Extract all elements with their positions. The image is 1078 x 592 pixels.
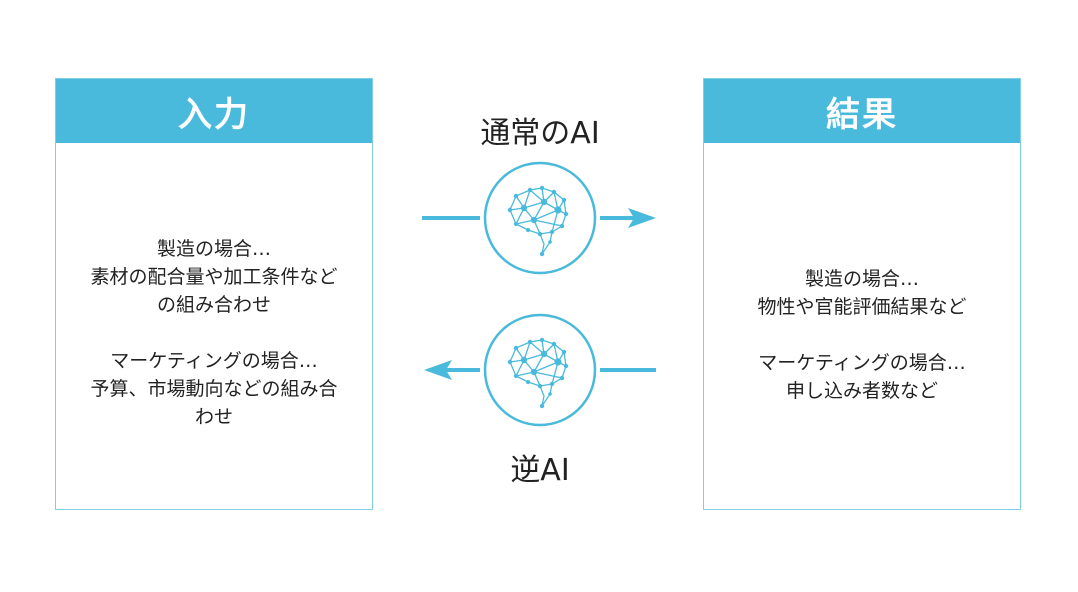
text-line: マーケティングの場合… (758, 352, 966, 374)
text-line: 申し込み者数など (785, 380, 938, 402)
arrow-left-icon (424, 360, 452, 380)
input-manufacturing-paragraph: 製造の場合… 素材の配合量や加工条件など の組み合わせ (56, 235, 372, 319)
text-line: 物性や官能評価結果など (757, 296, 967, 318)
forward-ai-label: 通常のAI (480, 116, 600, 151)
result-box-body: 製造の場合… 物性や官能評価結果など マーケティングの場合… 申し込み者数など (704, 265, 1020, 405)
text-line: 素材の配合量や加工条件など (90, 266, 338, 288)
input-marketing-paragraph: マーケティングの場合… 予算、市場動向などの組み合 わせ (56, 347, 372, 431)
text-line: 製造の場合… (804, 268, 919, 290)
text-line: マーケティングの場合… (110, 350, 318, 372)
text-line: の組み合わせ (156, 294, 271, 316)
result-manufacturing-paragraph: 製造の場合… 物性や官能評価結果など (704, 265, 1020, 321)
input-box-title: 入力 (56, 79, 372, 143)
arrow-right-icon (628, 208, 656, 228)
text-line: わせ (194, 406, 233, 428)
input-box: 入力 製造の場合… 素材の配合量や加工条件など の組み合わせ マーケティングの場… (55, 78, 373, 510)
result-box: 結果 製造の場合… 物性や官能評価結果など マーケティングの場合… 申し込み者数… (703, 78, 1021, 510)
result-marketing-paragraph: マーケティングの場合… 申し込み者数など (704, 349, 1020, 405)
text-line: 製造の場合… (156, 238, 271, 260)
result-box-title: 結果 (704, 79, 1020, 143)
text-line: 予算、市場動向などの組み合 (90, 378, 338, 400)
ai-flow-diagram (422, 161, 656, 427)
input-box-body: 製造の場合… 素材の配合量や加工条件など の組み合わせ マーケティングの場合… … (56, 235, 372, 431)
inverse-ai-label: 逆AI (510, 453, 570, 488)
